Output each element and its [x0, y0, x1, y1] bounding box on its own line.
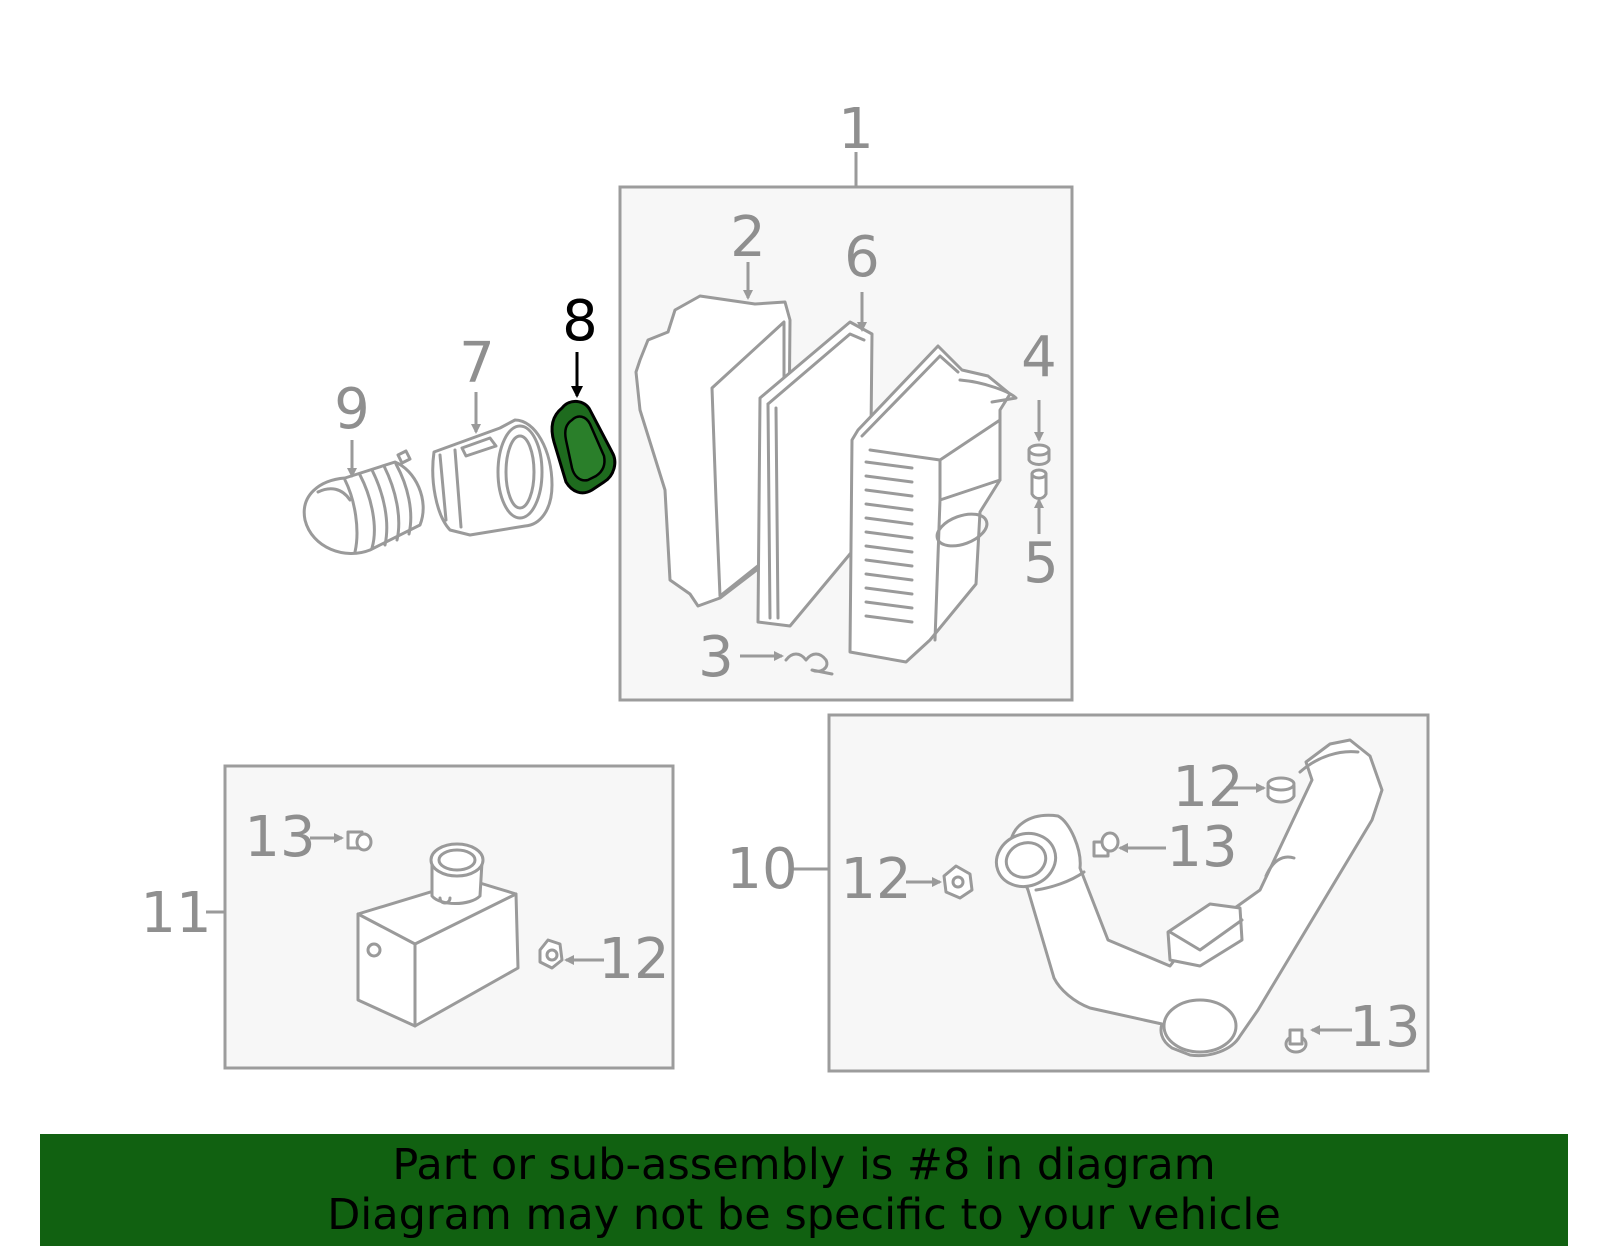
leader-lines: [206, 152, 1352, 1035]
part-13-screw-box10-upper-illustration: [1092, 831, 1120, 858]
banner-line-2: Diagram may not be specific to your vehi…: [327, 1190, 1281, 1240]
callout-13-box11: 13: [244, 805, 315, 870]
callout-8: 8: [562, 289, 598, 354]
banner-line-1: Part or sub-assembly is #8 in diagram: [392, 1140, 1216, 1190]
part-12-nut-box11-illustration: [538, 938, 564, 970]
part-7-adapter-illustration: [431, 418, 554, 537]
callout-1: 1: [838, 97, 874, 162]
part-12-nut-box10-left-illustration: [942, 864, 974, 900]
callout-12-box10-left: 12: [840, 847, 911, 912]
callout-7: 7: [459, 331, 495, 396]
part-4-grommet-illustration: [1027, 443, 1051, 466]
callout-13-box10-lower: 13: [1349, 995, 1420, 1060]
part-8-gasket-illustration: [550, 400, 617, 495]
callout-6: 6: [844, 225, 880, 290]
callout-10: 10: [726, 837, 797, 902]
callout-11: 11: [140, 881, 211, 946]
housing-body-illustration: [848, 344, 1018, 664]
callout-12-box10-upper: 12: [1172, 755, 1243, 820]
part-10-intake-duct-illustration: [994, 738, 1384, 1058]
callout-5: 5: [1023, 531, 1059, 596]
info-banner: Part or sub-assembly is #8 in diagram Di…: [40, 1134, 1568, 1246]
part-13-screw-box11-illustration: [346, 830, 373, 852]
callout-13-box10-upper: 13: [1166, 815, 1237, 880]
part-9-hose-illustration: [302, 449, 425, 555]
part-11-resonator-illustration: [356, 842, 520, 1028]
callout-2: 2: [730, 205, 766, 270]
callout-4: 4: [1021, 325, 1057, 390]
callout-3: 3: [698, 625, 734, 690]
part-3-clip-illustration: [784, 652, 834, 676]
part-5-bushing-illustration: [1030, 468, 1048, 500]
callout-12-box11: 12: [598, 927, 669, 992]
callout-9: 9: [334, 377, 370, 442]
part-13-screw-box10-lower-illustration: [1284, 1028, 1308, 1054]
part-12-nut-box10-upper-illustration: [1266, 776, 1296, 804]
